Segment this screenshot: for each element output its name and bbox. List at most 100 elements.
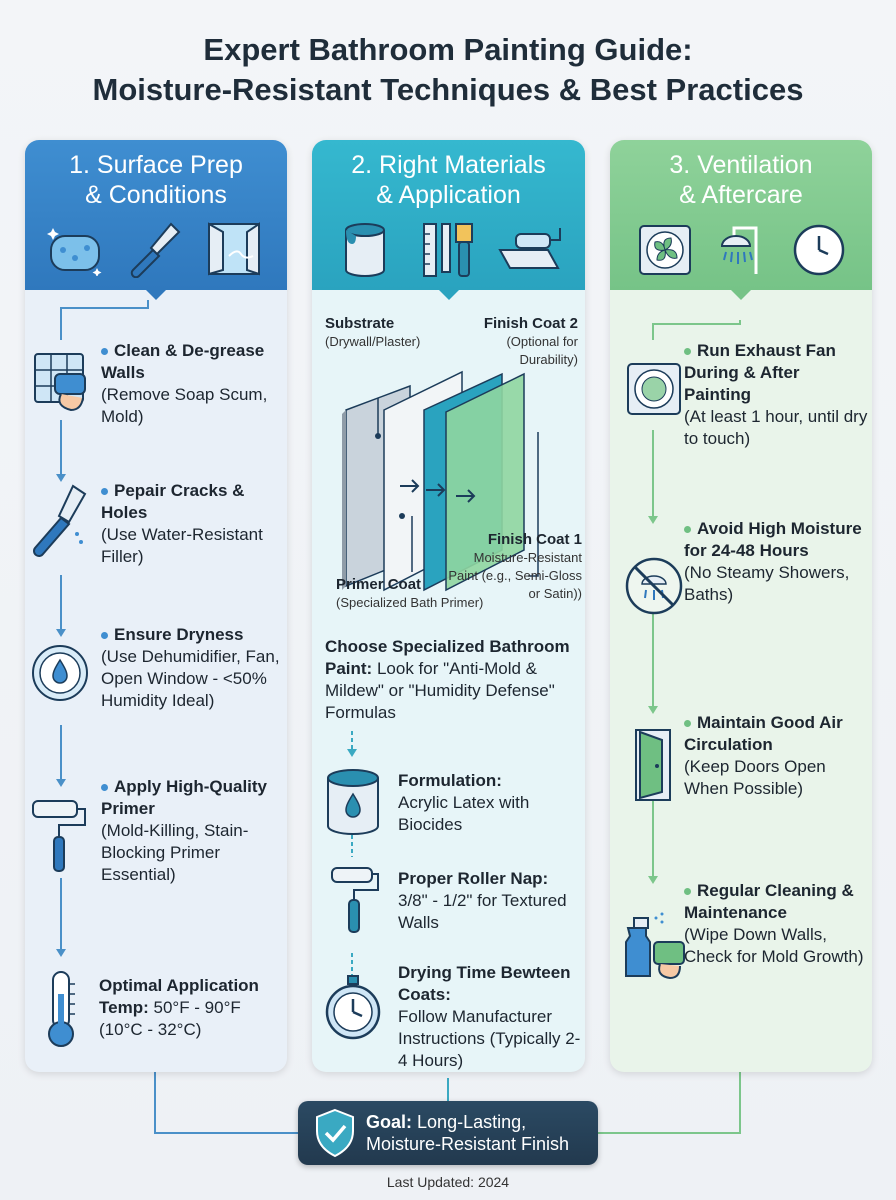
list-item: Proper Roller Nap: 3/8" - 1/2" for Textu… bbox=[398, 868, 578, 934]
item-detail: (At least 1 hour, until dry to touch) bbox=[684, 407, 868, 448]
putty-knife-icon bbox=[33, 484, 87, 557]
item-title: Apply High-Quality Primer bbox=[101, 777, 267, 818]
roller-tray-icon bbox=[498, 228, 561, 269]
item-title: Formulation: bbox=[398, 771, 502, 790]
footer-updated: Last Updated: 2024 bbox=[386, 1174, 510, 1190]
item-detail: (Remove Soap Scum, Mold) bbox=[101, 385, 268, 426]
bullet bbox=[101, 784, 108, 792]
bullet bbox=[684, 720, 691, 728]
label-detail: (Drywall/Plaster) bbox=[325, 334, 421, 349]
goal-label: Goal: bbox=[366, 1112, 413, 1132]
tip-detail: Look for "Anti-Mold & Mildew" or "Humidi… bbox=[325, 659, 555, 722]
heading-line: 3. Ventilation bbox=[669, 151, 813, 179]
spray-bottle-icon bbox=[625, 912, 685, 980]
paint-can-drop-icon bbox=[327, 769, 379, 835]
heading-line: 1. Surface Prep bbox=[69, 151, 243, 179]
list-item: Pepair Cracks & Holes (Use Water-Resista… bbox=[101, 480, 285, 568]
list-item: Drying Time Bewteen Coats: Follow Manufa… bbox=[398, 962, 584, 1072]
column-header: 2. Right Materials & Application bbox=[312, 140, 585, 290]
label-substrate: Substrate (Drywall/Plaster) bbox=[325, 315, 455, 351]
item-detail: 3/8" - 1/2" for Textured Walls bbox=[398, 891, 567, 932]
list-item: Optimal Application Temp: 50°F - 90°F (1… bbox=[99, 975, 285, 1041]
item-detail: (No Steamy Showers, Baths) bbox=[684, 563, 850, 604]
shower-icon bbox=[720, 226, 758, 274]
list-item: Run Exhaust Fan During & After Painting … bbox=[684, 340, 870, 450]
bullet bbox=[101, 632, 108, 640]
flow-arrows bbox=[56, 300, 149, 957]
paint-can-icon bbox=[345, 223, 385, 277]
list-item: Regular Cleaning & Maintenance (Wipe Dow… bbox=[684, 880, 870, 968]
column-surface-prep: 1. Surface Prep & Conditions bbox=[25, 140, 287, 1072]
item-title: Ensure Dryness bbox=[114, 625, 244, 644]
column-header: 1. Surface Prep & Conditions bbox=[25, 140, 287, 290]
clock-icon bbox=[793, 224, 845, 276]
item-title: Regular Cleaning & Maintenance bbox=[684, 881, 854, 922]
sponge-wipe-icon bbox=[34, 353, 86, 412]
label-finish-coat-2: Finish Coat 2 (Optional for Durability) bbox=[452, 315, 578, 369]
stopwatch-icon bbox=[325, 975, 381, 1040]
list-item: Clean & De-grease Walls (Remove Soap Scu… bbox=[101, 340, 285, 428]
heading-line: & Application bbox=[376, 181, 521, 209]
brush-ruler-icon bbox=[423, 223, 473, 277]
item-title: Pepair Cracks & Holes bbox=[101, 481, 245, 522]
humidity-gauge-icon bbox=[32, 645, 88, 701]
label-finish-coat-1: Finish Coat 1 Moisture-Resistant Paint (… bbox=[448, 531, 582, 603]
item-detail: Follow Manufacturer Instructions (Typica… bbox=[398, 1007, 581, 1070]
item-detail: 50°F - 90°F (10°C - 32°C) bbox=[99, 998, 241, 1039]
title-line-1: Expert Bathroom Painting Guide: bbox=[203, 32, 693, 67]
item-detail: (Mold-Killing, Stain-Blocking Primer Ess… bbox=[101, 821, 249, 884]
list-item: Apply High-Quality Primer (Mold-Killing,… bbox=[101, 776, 285, 886]
item-detail: (Use Dehumidifier, Fan, Open Window - <5… bbox=[101, 647, 280, 710]
heading-line: 2. Right Materials bbox=[351, 151, 546, 179]
bullet bbox=[684, 526, 691, 534]
heading-line: & Conditions bbox=[85, 181, 227, 209]
item-detail: (Keep Doors Open When Possible) bbox=[684, 757, 826, 798]
header-notch bbox=[729, 288, 753, 300]
label-detail: (Specialized Bath Primer) bbox=[336, 595, 484, 610]
no-shower-icon bbox=[625, 557, 683, 615]
open-door-icon bbox=[635, 729, 671, 801]
label-title: Finish Coat 2 bbox=[483, 315, 578, 332]
paint-roller-icon bbox=[32, 800, 86, 872]
bullet bbox=[101, 488, 108, 496]
header-notch bbox=[436, 288, 461, 300]
item-title: Avoid High Moisture for 24-48 Hours bbox=[684, 519, 862, 560]
window-icon bbox=[208, 222, 260, 276]
page-title: Expert Bathroom Painting Guide: Moisture… bbox=[0, 30, 896, 110]
list-item: Avoid High Moisture for 24-48 Hours (No … bbox=[684, 518, 870, 606]
goal-text: Goal: Long-Lasting, Moisture-Resistant F… bbox=[366, 1111, 569, 1155]
column-heading: 1. Surface Prep & Conditions bbox=[25, 150, 287, 210]
item-title: Optimal Application Temp: bbox=[99, 976, 259, 1017]
label-detail: (Optional for Durability) bbox=[506, 334, 578, 367]
label-title: Substrate bbox=[325, 315, 395, 332]
column-heading: 2. Right Materials & Application bbox=[312, 150, 585, 210]
exhaust-fan-icon bbox=[639, 225, 691, 275]
label-primer-coat: Primer Coat (Specialized Bath Primer) bbox=[336, 576, 516, 612]
exhaust-fan-icon bbox=[627, 363, 681, 415]
paint-layers-diagram bbox=[342, 370, 539, 592]
item-detail: (Use Water-Resistant Filler) bbox=[101, 525, 263, 566]
bullet bbox=[101, 348, 108, 356]
list-item: Formulation: Acrylic Latex with Biocides bbox=[398, 770, 578, 836]
column-header: 3. Ventilation & Aftercare bbox=[610, 140, 872, 290]
heading-line: & Aftercare bbox=[679, 181, 803, 209]
column-heading: 3. Ventilation & Aftercare bbox=[610, 150, 872, 210]
list-item: Ensure Dryness (Use Dehumidifier, Fan, O… bbox=[101, 624, 287, 712]
shield-check-icon bbox=[316, 1108, 354, 1158]
putty-knife-icon bbox=[130, 222, 181, 278]
item-title: Clean & De-grease Walls bbox=[101, 341, 265, 382]
goal-line-1: Long-Lasting, bbox=[417, 1112, 527, 1132]
choose-paint-tip: Choose Specialized Bathroom Paint: Look … bbox=[325, 636, 581, 724]
paint-roller-icon bbox=[331, 867, 379, 933]
flow-arrows bbox=[347, 731, 357, 975]
label-detail: Moisture-Resistant Paint (e.g., Semi-Glo… bbox=[448, 550, 582, 601]
label-title: Primer Coat bbox=[336, 576, 422, 593]
goal-banner: Goal: Long-Lasting, Moisture-Resistant F… bbox=[298, 1101, 598, 1165]
column-ventilation: 3. Ventilation & Aftercare Run Exhaust F… bbox=[610, 140, 872, 1072]
thermometer-icon bbox=[48, 971, 75, 1047]
item-detail: (Wipe Down Walls, Check for Mold Growth) bbox=[684, 925, 864, 966]
item-title: Run Exhaust Fan During & After Painting bbox=[684, 341, 836, 404]
item-title: Drying Time Bewteen Coats: bbox=[398, 963, 571, 1004]
item-detail: Acrylic Latex with Biocides bbox=[398, 793, 530, 834]
bullet bbox=[684, 888, 691, 896]
